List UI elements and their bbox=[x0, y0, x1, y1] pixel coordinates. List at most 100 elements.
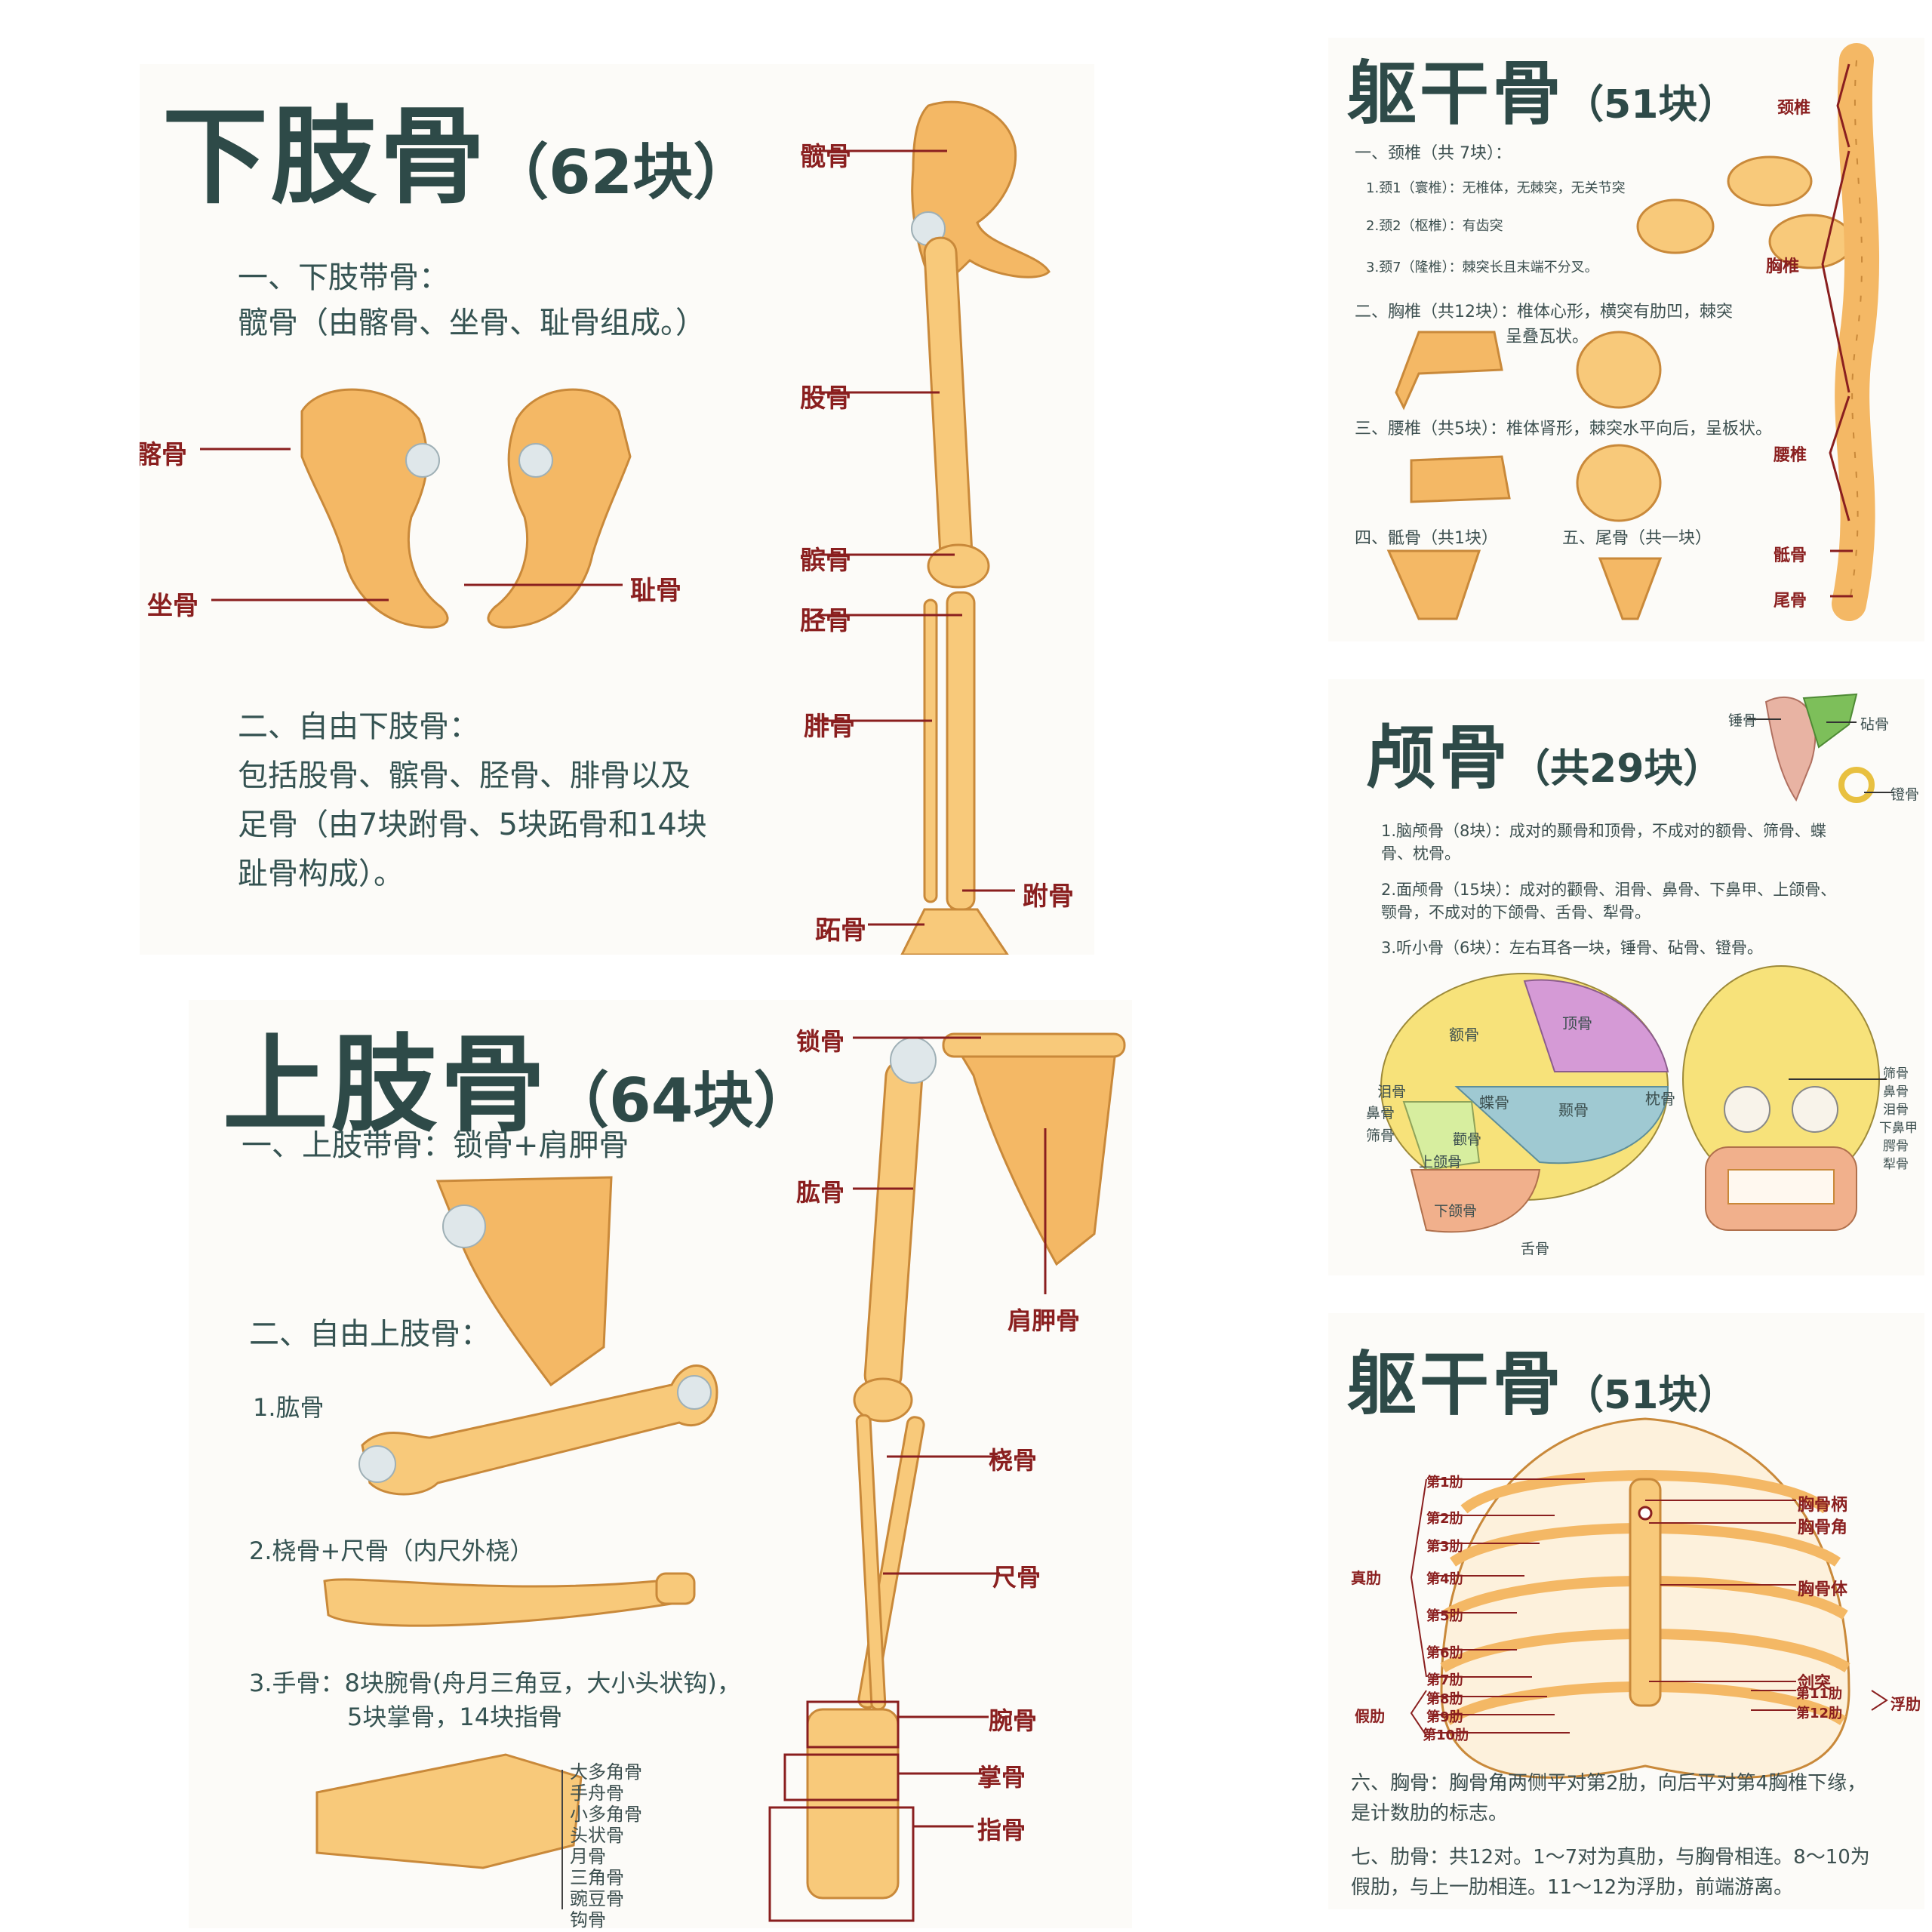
label-ischium: 坐骨 bbox=[147, 591, 198, 621]
label-carpal: 腕骨 bbox=[989, 1706, 1038, 1735]
label-metatarsal: 跖骨 bbox=[815, 915, 866, 946]
thorax-p6-l2: 是计数肋的标志。 bbox=[1351, 1802, 1509, 1825]
incus-shape bbox=[1802, 693, 1858, 749]
rib-10: 第10肋 bbox=[1423, 1727, 1469, 1743]
label-ulna: 尺骨 bbox=[992, 1563, 1041, 1592]
carpal-label-2: 手舟骨 bbox=[570, 1783, 624, 1804]
lower-h1-desc: 髋骨（由髂骨、坐骨、耻骨组成。） bbox=[238, 306, 706, 340]
hip-bone-right bbox=[487, 388, 632, 629]
label-patella: 髌骨 bbox=[800, 546, 851, 576]
thorax-title-text: 躯干骨 bbox=[1347, 1344, 1565, 1425]
hand-small bbox=[315, 1753, 583, 1869]
skull-p2-l1: 2.面颅骨（15块）：成对的颧骨、泪骨、鼻骨、下鼻甲、上颌骨、 bbox=[1381, 881, 1837, 899]
lower-illustration bbox=[200, 100, 1051, 955]
skull-mandible: 下颌骨 bbox=[1434, 1203, 1478, 1220]
upper-i3-l1: 3.手骨：8块腕骨(舟月三角豆，大小头状钩)， bbox=[249, 1669, 741, 1697]
sternum-shape bbox=[1629, 1478, 1662, 1707]
lumbar-side bbox=[1410, 455, 1511, 503]
skull-nasal: 鼻骨 bbox=[1366, 1105, 1395, 1121]
trunk-s: 四、骶骨（共1块） bbox=[1355, 529, 1498, 548]
lower-h2: 二、自由下肢骨： bbox=[238, 709, 479, 744]
label-femur: 股骨 bbox=[800, 383, 851, 414]
rib-2: 第2肋 bbox=[1426, 1511, 1463, 1527]
float-ribs: 浮肋 bbox=[1890, 1695, 1921, 1713]
stapes-shape bbox=[1838, 767, 1875, 803]
scapula-large bbox=[949, 1036, 1118, 1266]
rib-8: 第8肋 bbox=[1426, 1691, 1463, 1707]
upper-i2: 2.桡骨+尺骨（内尺外桡） bbox=[249, 1537, 534, 1565]
skull-parietal: 顶骨 bbox=[1562, 1014, 1592, 1032]
humerus-large bbox=[863, 1059, 924, 1394]
trunk-c: 一、颈椎（共 7块）： bbox=[1355, 144, 1512, 163]
rib-1: 第1肋 bbox=[1426, 1475, 1463, 1491]
lower-h2-l3: 趾骨构成）。 bbox=[238, 857, 404, 891]
lower-limb-panel: 下肢骨（62块） 一、下肢带骨： 髋骨（由髂骨、坐骨、耻骨组成。） 二、自由下肢… bbox=[140, 64, 1094, 955]
femur-shape bbox=[923, 236, 973, 564]
carpal-label-4: 头状骨 bbox=[570, 1825, 624, 1846]
label-ilium: 髂骨 bbox=[140, 440, 187, 470]
lower-h2-l1: 包括股骨、髌骨、胫骨、腓骨以及 bbox=[238, 758, 691, 793]
carpal-label-8: 钩骨 bbox=[570, 1909, 606, 1928]
sternal-angle-label: 胸骨角 bbox=[1798, 1518, 1848, 1537]
coccyx-shape bbox=[1598, 557, 1663, 620]
carpal-label-3: 小多角骨 bbox=[570, 1804, 642, 1825]
lower-h1: 一、下肢带骨： bbox=[238, 260, 449, 295]
rib-7: 第7肋 bbox=[1426, 1672, 1463, 1688]
label-pubis: 耻骨 bbox=[630, 576, 681, 606]
skull-illustration bbox=[1380, 693, 1894, 1233]
label-tibia: 胫骨 bbox=[800, 606, 851, 636]
front-label-3: 泪骨 bbox=[1883, 1103, 1909, 1118]
skull-p3: 3.听小骨（6块）：左右耳各一块，锤骨、砧骨、镫骨。 bbox=[1381, 939, 1763, 957]
carpal-label-7: 豌豆骨 bbox=[570, 1888, 624, 1909]
label-fibula: 腓骨 bbox=[804, 712, 855, 742]
spine-sacrum: 骶骨 bbox=[1774, 546, 1807, 565]
xiphoid-label: 剑突 bbox=[1798, 1674, 1832, 1693]
skull-panel: 颅骨（共29块） 1.脑颅骨（8块）：成对的颞骨和顶骨，不成对的额骨、筛骨、蝶 … bbox=[1328, 679, 1924, 1275]
foot-shape bbox=[900, 908, 1009, 955]
trunk-c1: 1.颈1（寰椎）：无椎体，无棘突，无关节突 bbox=[1366, 180, 1626, 196]
skull-occipital: 枕骨 bbox=[1645, 1090, 1675, 1108]
thorax-title: 躯干骨（51块） bbox=[1347, 1328, 1737, 1429]
skull-temporal: 颞骨 bbox=[1558, 1101, 1589, 1119]
thoracic-top bbox=[1576, 331, 1662, 409]
rib-11: 第11肋 bbox=[1796, 1686, 1843, 1702]
thorax-panel: 躯干骨（51块） 第1肋 第2肋 第3肋 第4肋 第5肋 第6肋 第7 bbox=[1328, 1313, 1924, 1909]
skull-sphenoid: 蝶骨 bbox=[1479, 1094, 1509, 1112]
rib-9: 第9肋 bbox=[1426, 1709, 1463, 1725]
skull-maxilla: 上颌骨 bbox=[1419, 1154, 1463, 1171]
sacrum-shape bbox=[1386, 549, 1481, 620]
malleus-shape bbox=[1764, 697, 1817, 802]
lower-title-count: （62块） bbox=[488, 137, 754, 208]
front-label-1: 筛骨 bbox=[1883, 1066, 1909, 1081]
true-ribs: 真肋 bbox=[1351, 1569, 1381, 1587]
skull-p2-l2: 颚骨，不成对的下颌骨、舌骨、犁骨。 bbox=[1381, 903, 1651, 921]
false-ribs: 假肋 bbox=[1355, 1707, 1385, 1725]
trunk-c2: 2.颈2（枢椎）：有齿突 bbox=[1366, 218, 1503, 234]
spine-illustration bbox=[1386, 43, 1880, 621]
trunk-title-count: （51块） bbox=[1564, 82, 1737, 128]
upper-limb-panel: 上肢骨（64块） 一、上肢带骨：锁骨+肩胛骨 二、自由上肢骨： 1.肱骨 2.桡… bbox=[189, 1000, 1132, 1928]
label-phalanx: 指骨 bbox=[977, 1816, 1026, 1844]
label-hip: 髋骨 bbox=[800, 142, 851, 172]
lower-title: 下肢骨（62块） bbox=[162, 72, 753, 224]
manubrium-label: 胸骨柄 bbox=[1798, 1496, 1848, 1515]
upper-illustration bbox=[315, 1032, 1126, 1922]
ossicle-stapes: 镫骨 bbox=[1890, 786, 1920, 803]
thorax-p7-l2: 假肋，与上一肋相连。11～12为浮肋，前端游离。 bbox=[1351, 1876, 1794, 1899]
skull-title-text: 颅骨 bbox=[1366, 718, 1512, 798]
upper-i1: 1.肱骨 bbox=[253, 1393, 325, 1422]
hip-bone-large bbox=[911, 100, 1051, 283]
rib-4: 第4肋 bbox=[1426, 1571, 1463, 1587]
lower-h2-l2: 足骨（由7块跗骨、5块跖骨和14块 bbox=[238, 808, 707, 842]
front-label-5: 腭骨 bbox=[1883, 1139, 1909, 1154]
lower-title-text: 下肢骨 bbox=[162, 96, 489, 219]
trunk-t-l1: 二、胸椎（共12块）：椎体心形，横突有肋凹，棘突 bbox=[1355, 303, 1733, 321]
label-radius: 桡骨 bbox=[989, 1446, 1038, 1475]
trunk-t-l2: 呈叠瓦状。 bbox=[1506, 328, 1589, 346]
label-metacarpal: 掌骨 bbox=[977, 1763, 1026, 1792]
thorax-title-count: （51块） bbox=[1564, 1373, 1737, 1418]
ossicle-incus: 砧骨 bbox=[1860, 716, 1890, 733]
humerus-small bbox=[361, 1364, 718, 1496]
skull-ethmoid: 筛骨 bbox=[1366, 1128, 1395, 1144]
skull-title-count: （共29块） bbox=[1511, 746, 1723, 792]
